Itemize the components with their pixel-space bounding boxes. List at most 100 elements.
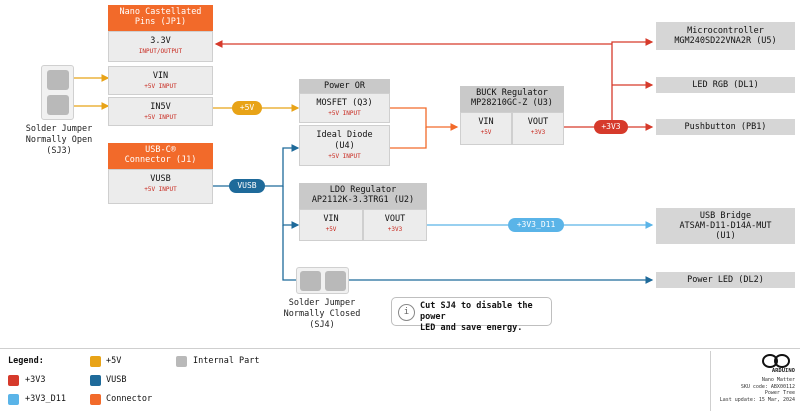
pill-3v3-d11: +3V3_D11: [508, 218, 564, 232]
legend-label-5v: +5V: [106, 356, 122, 366]
pin-3v3: 3.3V INPUT/OUTPUT: [108, 31, 213, 62]
brand-logo-text: ARDUINO: [771, 368, 795, 374]
buck-header: BUCK Regulator MP28210GC-Z (U3): [460, 86, 564, 114]
wire-diode-buck: [390, 127, 427, 149]
usbc-block: USB-C® Connector (J1) VUSB +5V INPUT: [108, 143, 213, 204]
pill-vusb: VUSB: [229, 179, 265, 193]
wire-vusb-sj4: [282, 225, 298, 281]
mosfet-q3: MOSFET (Q3) +5V INPUT: [299, 93, 390, 123]
legend-swatch-5v: [90, 356, 101, 367]
ldo-vout-name: VOUT: [384, 214, 406, 224]
sj3-caption-line1: Solder Jumper: [25, 124, 93, 134]
diode-sub: +5V INPUT: [328, 153, 361, 160]
legend-swatch-internal: [176, 356, 187, 367]
wire-vusb-ldo: [282, 186, 300, 229]
note-line1: Cut SJ4 to disable the power: [420, 301, 533, 322]
usbc-header: USB-C® Connector (J1): [108, 143, 213, 171]
nano-pins-title-1: Nano Castellated: [119, 7, 202, 17]
ldo-title-2: AP2112K-3.3TRG1 (U2): [311, 195, 415, 205]
brand-line4: Last update: 15 Mar, 2024: [719, 396, 795, 403]
legend-swatch-3v3-d11: [8, 394, 19, 405]
wire-mosfet-buck: [390, 107, 459, 131]
usbc-vusb-name: VUSB: [150, 174, 171, 184]
legend-label-3v3: +3V3: [25, 375, 46, 385]
legend-swatch-3v3: [8, 375, 19, 386]
sj4-caption-line1: Solder Jumper: [288, 298, 356, 308]
power-or-title: Power OR: [299, 79, 390, 95]
sj4-jumper: [296, 267, 349, 294]
mosfet-name: MOSFET (Q3): [316, 98, 373, 108]
sj3-caption-line2: Normally Open: [25, 135, 93, 145]
sj3-pad-top: [47, 70, 69, 90]
info-icon: i: [398, 304, 415, 321]
legend-swatch-vusb: [90, 375, 101, 386]
usb-bridge-line3: (U1): [715, 231, 736, 241]
microcontroller-u5: Microcontroller MGM240SD22VNA2R (U5): [656, 22, 795, 50]
mcu-line2: MGM240SD22VNA2R (U5): [674, 36, 777, 46]
sj3-jumper: [41, 65, 74, 120]
note-line2: LED and save energy.: [420, 323, 523, 333]
sj3-caption: Solder Jumper Normally Open (SJ3): [4, 124, 114, 157]
ldo-regulator-block: LDO Regulator AP2112K-3.3TRG1 (U2) VIN +…: [299, 183, 427, 241]
mcu-line1: Microcontroller: [687, 26, 764, 36]
buck-vout: VOUT +3V3: [512, 112, 564, 145]
buck-vout-name: VOUT: [527, 117, 549, 127]
pin-in5v-sub: +5V INPUT: [144, 114, 177, 121]
usbc-vusb: VUSB +5V INPUT: [108, 169, 213, 204]
ldo-vout-sub: +3V3: [387, 226, 403, 233]
sj3-caption-line3: (SJ3): [46, 146, 72, 156]
power-or-block: Power OR MOSFET (Q3) +5V INPUT Ideal Dio…: [299, 79, 390, 166]
legend-label-internal: Internal Part: [193, 356, 260, 366]
arduino-logo-icon: [762, 354, 790, 368]
diode-name-2: (U4): [334, 141, 355, 151]
usbc-vusb-sub: +5V INPUT: [144, 186, 177, 193]
buck-title-1: BUCK Regulator: [476, 88, 548, 98]
sj4-caption-line3: (SJ4): [309, 320, 335, 330]
note-box: i Cut SJ4 to disable the power LED and s…: [391, 297, 552, 333]
usb-bridge-u1: USB Bridge ATSAM-D11-D14A-MUT (U1): [656, 208, 795, 244]
nano-pins-header: Nano Castellated Pins (JP1): [108, 5, 213, 33]
legend: Legend: +5V Internal Part +3V3 VUSB +3V3…: [0, 348, 800, 414]
buck-vin-sub: +5V: [480, 129, 492, 136]
pill-3v3: +3V3: [594, 120, 628, 134]
pushbutton-pb1: Pushbutton (PB1): [656, 119, 795, 135]
sj4-caption-line2: Normally Closed: [283, 309, 361, 319]
brand-line2: SKU code: ABX00112: [740, 383, 795, 390]
ldo-vin: VIN +5V: [299, 209, 363, 241]
buck-vout-sub: +3V3: [530, 129, 546, 136]
diode-name-1: Ideal Diode: [316, 130, 373, 140]
usb-bridge-line1: USB Bridge: [699, 211, 752, 221]
buck-vin-name: VIN: [478, 117, 494, 127]
pin-vin-name: VIN: [152, 71, 169, 81]
buck-regulator-block: BUCK Regulator MP28210GC-Z (U3) VIN +5V …: [460, 86, 564, 145]
note-text: Cut SJ4 to disable the power LED and sav…: [420, 301, 551, 334]
pin-in5v-name: IN5V: [150, 102, 171, 112]
led-rgb-dl1: LED RGB (DL1): [656, 77, 795, 93]
buck-vin: VIN +5V: [460, 112, 512, 145]
buck-title-2: MP28210GC-Z (U3): [471, 98, 553, 108]
nano-pins-title-2: Pins (JP1): [134, 17, 187, 27]
sj4-caption: Solder Jumper Normally Closed (SJ4): [266, 298, 378, 331]
wire-buck-mcu: [611, 38, 654, 127]
usbc-title-1: USB-C®: [145, 145, 176, 155]
ideal-diode-u4: Ideal Diode (U4) +5V INPUT: [299, 125, 390, 166]
legend-label-vusb: VUSB: [106, 375, 127, 385]
pin-vin-sub: +5V INPUT: [144, 83, 177, 90]
nano-pins-block: Nano Castellated Pins (JP1) 3.3V INPUT/O…: [108, 5, 213, 126]
brand-block: ARDUINO Nano Matter SKU code: ABX00112 P…: [710, 351, 797, 411]
pill-5v: +5V: [232, 101, 262, 115]
pin-3v3-name: 3.3V: [150, 36, 171, 46]
ldo-header: LDO Regulator AP2112K-3.3TRG1 (U2): [299, 183, 427, 211]
power-led-dl2: Power LED (DL2): [656, 272, 795, 288]
ldo-vin-name: VIN: [323, 214, 339, 224]
ldo-vin-sub: +5V: [325, 226, 337, 233]
usbc-title-2: Connector (J1): [124, 155, 197, 165]
brand-meta: Nano Matter SKU code: ABX00112 Power Tre…: [720, 377, 795, 403]
pin-vin: VIN +5V INPUT: [108, 66, 213, 95]
brand-line3: Power Tree: [764, 390, 795, 396]
legend-label-3v3-d11: +3V3_D11: [25, 394, 66, 404]
ldo-vout: VOUT +3V3: [363, 209, 427, 241]
mosfet-sub: +5V INPUT: [328, 110, 361, 117]
sj4-pad-left: [300, 271, 321, 291]
pin-in5v: IN5V +5V INPUT: [108, 97, 213, 126]
